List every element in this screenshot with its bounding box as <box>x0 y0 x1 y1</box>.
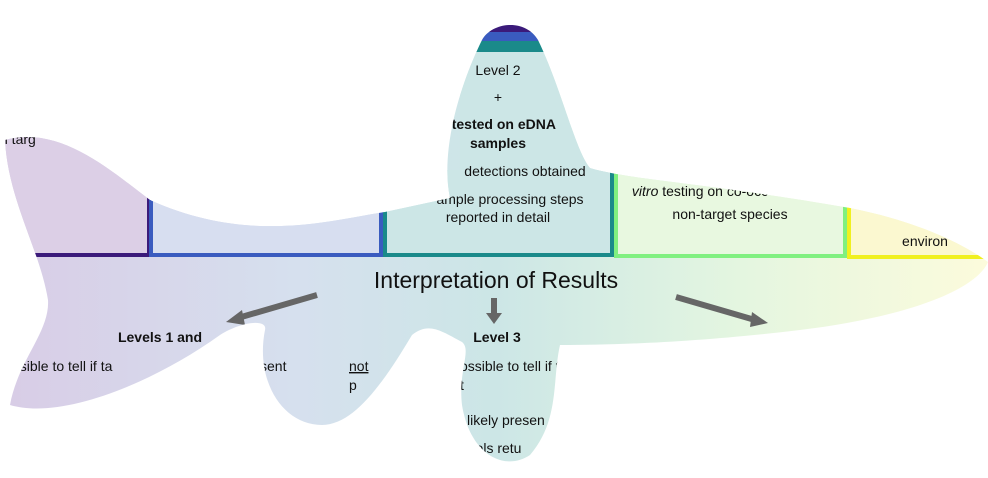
dorsal-stripe-1 <box>460 24 560 32</box>
level3-line5: detections obtained <box>464 163 585 179</box>
level3-line4: samples <box>470 135 526 151</box>
level1-text: n targ <box>0 131 36 147</box>
arrow-right <box>675 294 756 323</box>
mid-underline-text: not <box>349 358 369 374</box>
level1-box <box>5 60 148 255</box>
mid-heading: Level 3 <box>473 329 521 345</box>
arrows <box>226 292 768 327</box>
arrow-down-head <box>486 313 502 324</box>
dorsal-stripe-2 <box>460 32 560 41</box>
arrow-left <box>237 292 318 321</box>
level5-text: environ <box>902 233 948 249</box>
level5-box <box>848 60 988 257</box>
level4-line1: vitro testing on co-occ <box>632 183 768 199</box>
dorsal-stripe-3 <box>460 41 560 52</box>
mid-text-5: trols retu <box>467 440 521 456</box>
level4-box <box>614 60 845 255</box>
mid-text-3: t <box>460 377 464 393</box>
right-heading: Levels 4 <box>802 329 857 345</box>
mid-text-1: ossible to tell if t <box>460 358 560 374</box>
mid-text-4: likely presen <box>467 412 545 428</box>
level3-line1: Level 2 <box>475 62 520 78</box>
arrow-right-head <box>750 312 768 327</box>
interpretation-title: Interpretation of Results <box>374 267 618 293</box>
arrow-left-head <box>226 310 245 325</box>
level3-line3: y tested on eDNA <box>440 116 556 132</box>
left-text-2: sent <box>260 358 287 374</box>
left-text: ossible to tell if ta <box>5 358 113 374</box>
level3-plus: + <box>494 89 502 105</box>
level2-box <box>150 60 381 255</box>
left-heading: Levels 1 and <box>118 329 202 345</box>
level4-line3: non-target species <box>672 206 787 222</box>
level3-line7: reported in detail <box>446 209 550 225</box>
level3-line6: ample processing steps <box>436 191 583 207</box>
mid-text-2: p <box>349 377 357 393</box>
